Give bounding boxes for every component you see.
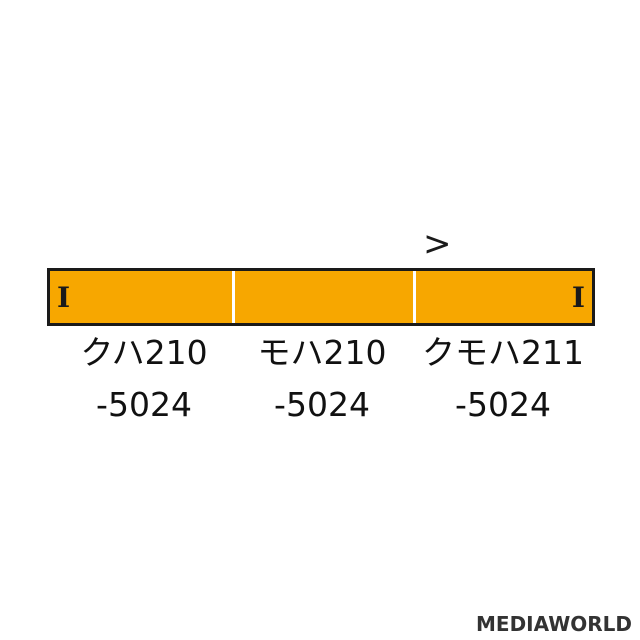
car-name-label: モハ210 bbox=[257, 333, 387, 372]
car-number-label: -5024 bbox=[455, 385, 551, 424]
end-marker-right: I bbox=[571, 281, 585, 314]
direction-arrow-icon: > bbox=[423, 224, 452, 264]
car-name-label: クモハ211 bbox=[422, 333, 584, 372]
car-number-label: -5024 bbox=[96, 385, 192, 424]
end-marker-left: I bbox=[57, 281, 71, 314]
train-body: I I bbox=[47, 268, 595, 326]
car-divider bbox=[413, 271, 416, 323]
car-divider bbox=[232, 271, 235, 323]
watermark-logo: MEDIAWORLD bbox=[476, 612, 632, 636]
car-name-label: クハ210 bbox=[80, 333, 208, 372]
car-kumoha211 bbox=[414, 271, 592, 323]
car-moha210 bbox=[232, 271, 414, 323]
car-number-label: -5024 bbox=[274, 385, 370, 424]
car-kuha210 bbox=[50, 271, 232, 323]
